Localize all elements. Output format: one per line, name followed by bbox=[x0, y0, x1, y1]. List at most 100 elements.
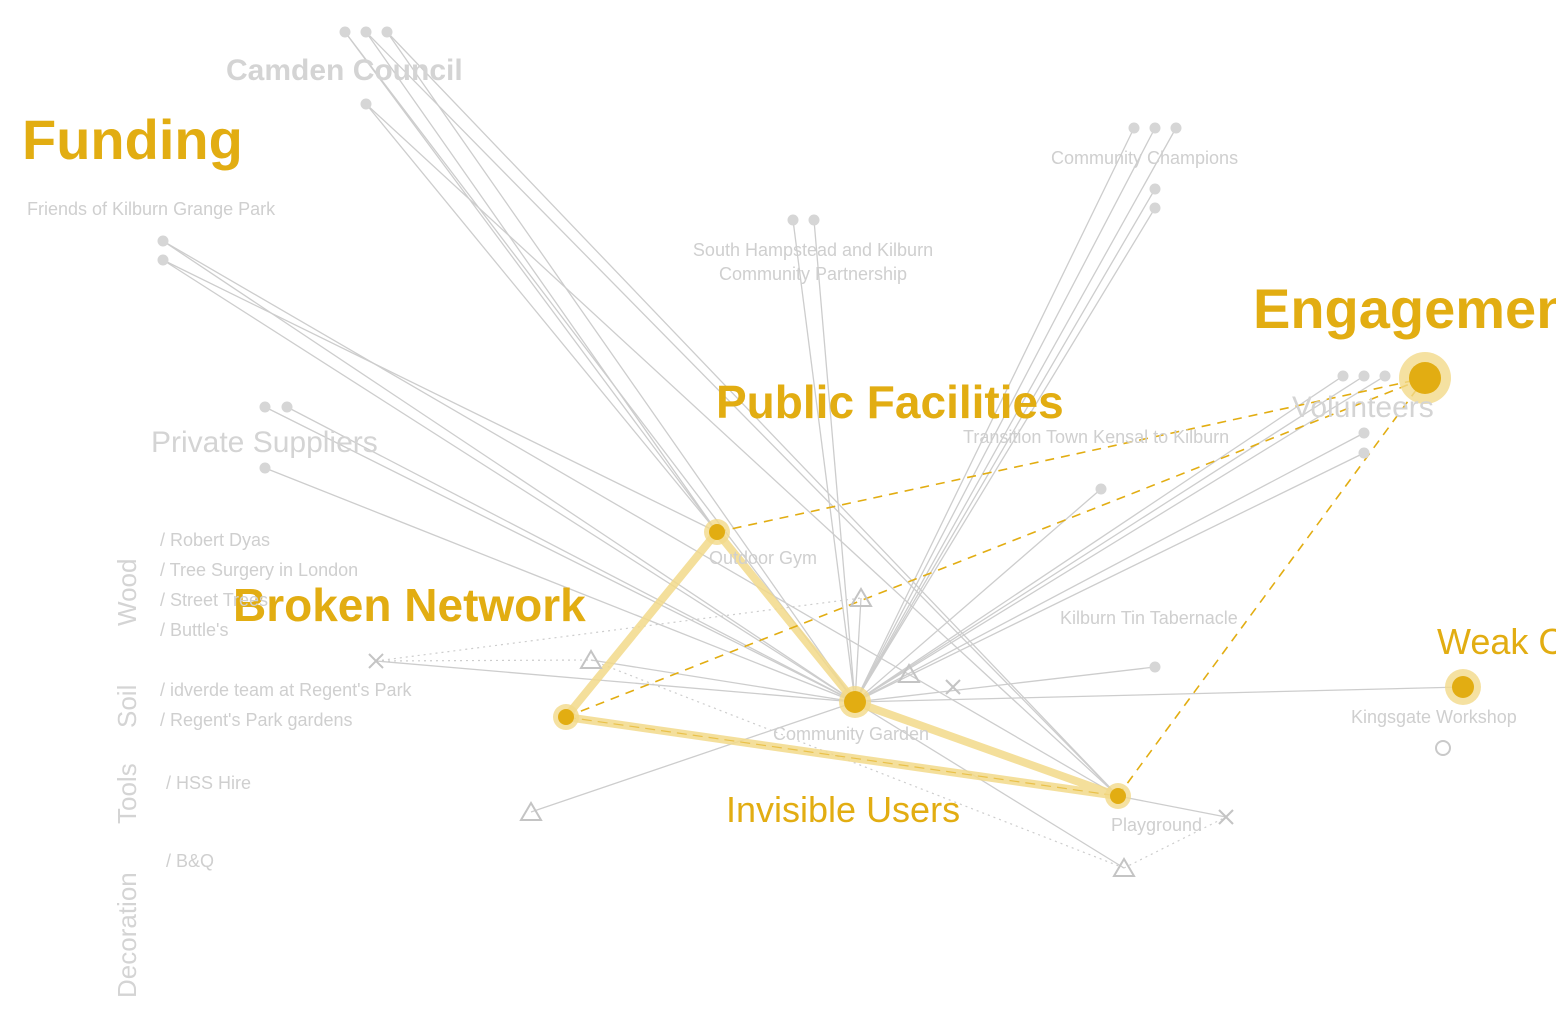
link-camden-gym bbox=[344, 31, 718, 533]
link-tri-garden bbox=[590, 659, 856, 703]
link-friends-gym bbox=[162, 259, 718, 533]
org-community-champions: Community Champions bbox=[1051, 148, 1238, 168]
org-south-hampstead-line1: South Hampstead and Kilburn bbox=[693, 240, 933, 260]
dot-shk-2 bbox=[808, 214, 820, 226]
link-shk-garden-2 bbox=[813, 219, 856, 703]
place-playground: Playground bbox=[1111, 815, 1202, 835]
node-playground bbox=[1105, 783, 1131, 809]
node-broken-network bbox=[553, 704, 579, 730]
dot-champ-1 bbox=[1128, 122, 1140, 134]
x-marker-mid bbox=[945, 679, 961, 695]
dot-camden-3 bbox=[381, 26, 393, 38]
dotted-lines bbox=[375, 597, 1227, 869]
link-x-garden bbox=[375, 660, 856, 703]
group-volunteers: Volunteers bbox=[1292, 391, 1434, 424]
place-outdoor-gym: Outdoor Gym bbox=[709, 548, 817, 568]
link-friends-garden-2 bbox=[162, 259, 856, 703]
triangle-marker-left bbox=[579, 649, 603, 669]
supplier-idverde: / idverde team at Regent's Park bbox=[160, 680, 413, 700]
supplier-street-trees: / Street Trees bbox=[160, 590, 268, 610]
link-champ-garden bbox=[854, 127, 1135, 703]
link-vol-garden bbox=[854, 375, 1344, 703]
link-champ-garden-2 bbox=[854, 127, 1156, 703]
link-garden-tri-bottom bbox=[854, 701, 1125, 869]
dash-gym-engagement bbox=[716, 377, 1426, 533]
dot-champ-3 bbox=[1170, 122, 1182, 134]
dot-champ-2 bbox=[1149, 122, 1161, 134]
group-private-suppliers: Private Suppliers bbox=[151, 426, 378, 459]
link-camden-playground-3 bbox=[365, 103, 1119, 797]
theme-public-facilities: Public Facilities bbox=[716, 376, 1064, 428]
supplier-hss: / HSS Hire bbox=[166, 773, 251, 793]
dot-champ-4 bbox=[1149, 183, 1161, 195]
org-kilburn-tin: Kilburn Tin Tabernacle bbox=[1060, 608, 1238, 628]
link-camden-gym-2 bbox=[365, 31, 718, 533]
link-camden-gym-3 bbox=[365, 103, 718, 533]
category-decoration: Decoration bbox=[112, 872, 142, 998]
link-tri-left-garden bbox=[530, 701, 856, 813]
link-champ-garden-3 bbox=[854, 127, 1177, 703]
category-wood: Wood bbox=[112, 559, 142, 626]
dot-champ-5 bbox=[1149, 202, 1161, 214]
node-engagement bbox=[1399, 352, 1451, 404]
x-markers bbox=[368, 653, 1234, 825]
supplier-regents-gardens: / Regent's Park gardens bbox=[160, 710, 353, 730]
triangle-inner bbox=[565, 716, 1119, 797]
category-labels: Wood Soil Tools Decoration bbox=[112, 559, 142, 998]
node-weak bbox=[1445, 669, 1481, 705]
hollow-circle-marker bbox=[1435, 740, 1451, 756]
link-vol-garden-4 bbox=[854, 432, 1365, 703]
link-vol-garden-5 bbox=[854, 452, 1365, 703]
dot-private-2 bbox=[281, 401, 293, 413]
supplier-list: / Robert Dyas / Tree Surgery in London /… bbox=[160, 530, 413, 871]
dot-camden-2 bbox=[360, 26, 372, 38]
org-transition-town: Transition Town Kensal to Kilburn bbox=[963, 427, 1229, 447]
link-friends-playground bbox=[162, 240, 1119, 797]
supplier-bq: / B&Q bbox=[166, 851, 214, 871]
dot-tt bbox=[1095, 483, 1107, 495]
link-private-garden-3 bbox=[264, 467, 856, 703]
node-outdoor-gym bbox=[704, 519, 730, 545]
theme-broken-network: Broken Network bbox=[233, 579, 586, 631]
link-tin-garden bbox=[854, 666, 1156, 703]
dash-playground-engagement bbox=[1117, 377, 1426, 797]
dot-private-1 bbox=[259, 401, 271, 413]
link-tri-top-garden bbox=[854, 597, 862, 703]
triangle-markers bbox=[519, 587, 1136, 877]
category-soil: Soil bbox=[112, 685, 142, 728]
place-community-garden: Community Garden bbox=[773, 724, 929, 744]
dot-vol-2 bbox=[1358, 370, 1370, 382]
triangle-marker-mid bbox=[897, 663, 921, 683]
link-private-garden bbox=[264, 406, 856, 703]
x-marker-left bbox=[368, 653, 384, 669]
node-community-garden bbox=[839, 686, 871, 718]
connection-lines bbox=[162, 31, 1464, 869]
supplier-buttles: / Buttle's bbox=[160, 620, 228, 640]
org-friends-kilburn: Friends of Kilburn Grange Park bbox=[27, 199, 276, 219]
triangle-marker-bottom-left bbox=[519, 801, 543, 821]
link-playground-x bbox=[1117, 795, 1227, 818]
dot-friends-1 bbox=[157, 235, 169, 247]
link-camden-garden bbox=[344, 31, 856, 703]
theme-invisible-users: Invisible Users bbox=[726, 789, 960, 830]
triangle-marker-bottom bbox=[1112, 857, 1136, 877]
supplier-tree-surgery: / Tree Surgery in London bbox=[160, 560, 358, 580]
link-champ-garden-4 bbox=[854, 188, 1156, 703]
org-dots bbox=[157, 26, 1391, 673]
link-vol-garden-2 bbox=[854, 375, 1365, 703]
triangle-marker-top bbox=[849, 587, 873, 607]
dot-vol-1 bbox=[1337, 370, 1349, 382]
engagement-dashed-lines bbox=[565, 377, 1426, 797]
link-camden-garden-2 bbox=[386, 31, 856, 703]
link-vol-garden-3 bbox=[854, 375, 1386, 703]
group-camden-council: Camden Council bbox=[226, 54, 463, 87]
dot-camden-4 bbox=[360, 98, 372, 110]
link-camden-playground bbox=[365, 31, 1119, 797]
dot-vol-4 bbox=[1358, 427, 1370, 439]
link-champ-garden-5 bbox=[854, 207, 1156, 703]
dotted-x-tri-2 bbox=[375, 659, 592, 662]
dot-tin bbox=[1149, 661, 1161, 673]
dot-vol-5 bbox=[1358, 447, 1370, 459]
theme-funding: Funding bbox=[22, 108, 243, 171]
